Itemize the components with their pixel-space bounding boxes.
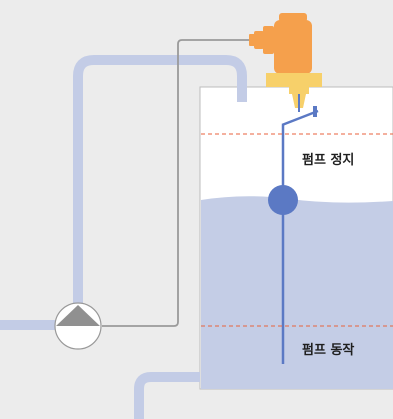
inlet-pipe-riser (73, 55, 247, 304)
pump-icon (54, 302, 102, 350)
float-icon (268, 185, 298, 215)
level-switch-icon (249, 13, 322, 108)
liquid (201, 196, 393, 389)
float-switch-rod (281, 94, 319, 364)
outlet-pipe (134, 372, 200, 419)
signal-wire (102, 39, 252, 327)
pump-start-label: 펌프 동작 (302, 342, 354, 358)
pump-stop-label: 펌프 정지 (302, 152, 354, 168)
